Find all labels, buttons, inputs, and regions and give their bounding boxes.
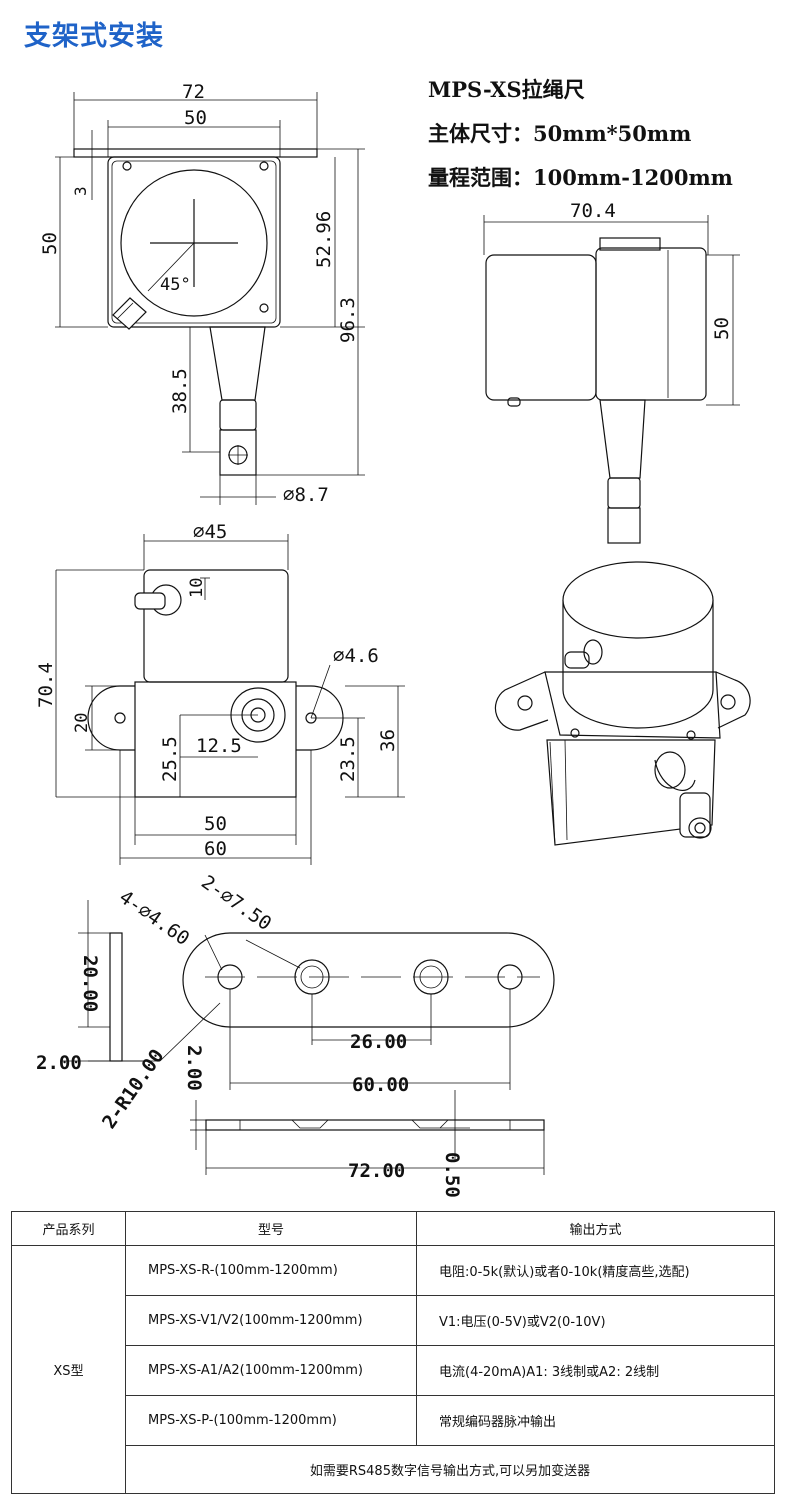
- output-cell: 电阻:0-5k(默认)或者0-10k(精度高些,选配): [416, 1245, 775, 1296]
- output-cell: V1:电压(0-5V)或V2(0-10V): [416, 1295, 775, 1346]
- top-view: [55, 534, 405, 865]
- side-view: [483, 215, 740, 544]
- dim-2-phi-7-5: 2-⌀7.50: [197, 871, 275, 935]
- dim-60-00: 60.00: [352, 1074, 409, 1096]
- output-cell: 常规编码器脉冲输出: [416, 1395, 775, 1446]
- model-cell: MPS-XS-V1/V2(100mm-1200mm): [125, 1295, 417, 1346]
- dim-45-deg: 45°: [160, 275, 191, 295]
- model-cell: MPS-XS-P-(100mm-1200mm): [125, 1395, 417, 1446]
- body-size: 主体尺寸：50mm*50mm: [428, 121, 692, 146]
- header-output: 输出方式: [416, 1211, 775, 1246]
- dim-23-5: 23.5: [337, 736, 359, 782]
- dim-50-top: 50: [184, 107, 207, 129]
- isometric-view: [494, 561, 751, 846]
- technical-drawing: 72 50 3 50 52.96 96.3 38.5 ⌀8.7 45° 70.4…: [35, 81, 751, 1198]
- table-row: MPS-XS-V1/V2(100mm-1200mm) V1:电压(0-5V)或V…: [12, 1295, 775, 1346]
- dim-70-4-side: 70.4: [570, 200, 616, 222]
- table-note-row: 如需要RS485数字信号输出方式,可以另加变送器: [12, 1445, 775, 1494]
- note-cell: 如需要RS485数字信号输出方式,可以另加变送器: [125, 1445, 775, 1494]
- model-cell: MPS-XS-A1/A2(100mm-1200mm): [125, 1345, 417, 1396]
- dim-3: 3: [71, 186, 90, 196]
- table-row: MPS-XS-A1/A2(100mm-1200mm) 电流(4-20mA)A1:…: [12, 1345, 775, 1396]
- dim-phi-8-7: ⌀8.7: [283, 484, 329, 506]
- model-line: MPS-XS拉绳尺: [428, 77, 585, 102]
- dim-2-00: 2.00: [36, 1052, 82, 1074]
- dim-26-00: 26.00: [350, 1031, 407, 1053]
- bracket-view: [60, 900, 555, 1175]
- header-model: 型号: [125, 1211, 417, 1246]
- series-cell: XS型: [11, 1245, 126, 1494]
- table-header-row: 产品系列 型号 输出方式: [11, 1211, 775, 1246]
- model-table: 产品系列 型号 输出方式 XS型 MPS-XS-R-(100mm-1200mm)…: [11, 1211, 775, 1494]
- dim-0-50: 0.50: [441, 1152, 463, 1198]
- front-view: [55, 92, 365, 505]
- dim-12-5: 12.5: [196, 735, 242, 757]
- dim-20: 20: [72, 713, 92, 733]
- dim-70-4-top: 70.4: [35, 662, 57, 708]
- dim-phi-45: ⌀45: [193, 521, 227, 543]
- dim-72-00: 72.00: [348, 1160, 405, 1182]
- dim-2-00-side: 2.00: [183, 1045, 205, 1091]
- table-row: MPS-XS-P-(100mm-1200mm) 常规编码器脉冲输出: [12, 1395, 775, 1446]
- dim-38-5: 38.5: [169, 368, 191, 414]
- dim-96-3: 96.3: [337, 297, 359, 343]
- dim-4-phi-4-6: 4-⌀4.60: [115, 886, 193, 950]
- dim-50-left: 50: [39, 232, 61, 255]
- measure-range: 量程范围：100mm-1200mm: [428, 165, 733, 190]
- dim-10: 10: [187, 578, 207, 598]
- table-row: XS型 MPS-XS-R-(100mm-1200mm) 电阻:0-5k(默认)或…: [11, 1245, 775, 1494]
- header-series: 产品系列: [11, 1211, 126, 1246]
- dim-36: 36: [377, 729, 399, 752]
- output-cell: 电流(4-20mA)A1: 3线制或A2: 2线制: [416, 1345, 775, 1396]
- dim-20-00: 20.00: [79, 955, 101, 1012]
- dim-52-96: 52.96: [313, 211, 335, 268]
- dim-60-bottom: 60: [204, 838, 227, 860]
- page-title: 支架式安装: [24, 21, 164, 52]
- dim-2-r10: 2-R10.00: [98, 1045, 169, 1133]
- dim-50-side: 50: [711, 317, 733, 340]
- dim-25-5: 25.5: [159, 736, 181, 782]
- dim-50-bottom: 50: [204, 813, 227, 835]
- dim-72: 72: [182, 81, 205, 103]
- dim-phi-4-6: ⌀4.6: [333, 645, 379, 667]
- model-cell: MPS-XS-R-(100mm-1200mm): [125, 1245, 417, 1296]
